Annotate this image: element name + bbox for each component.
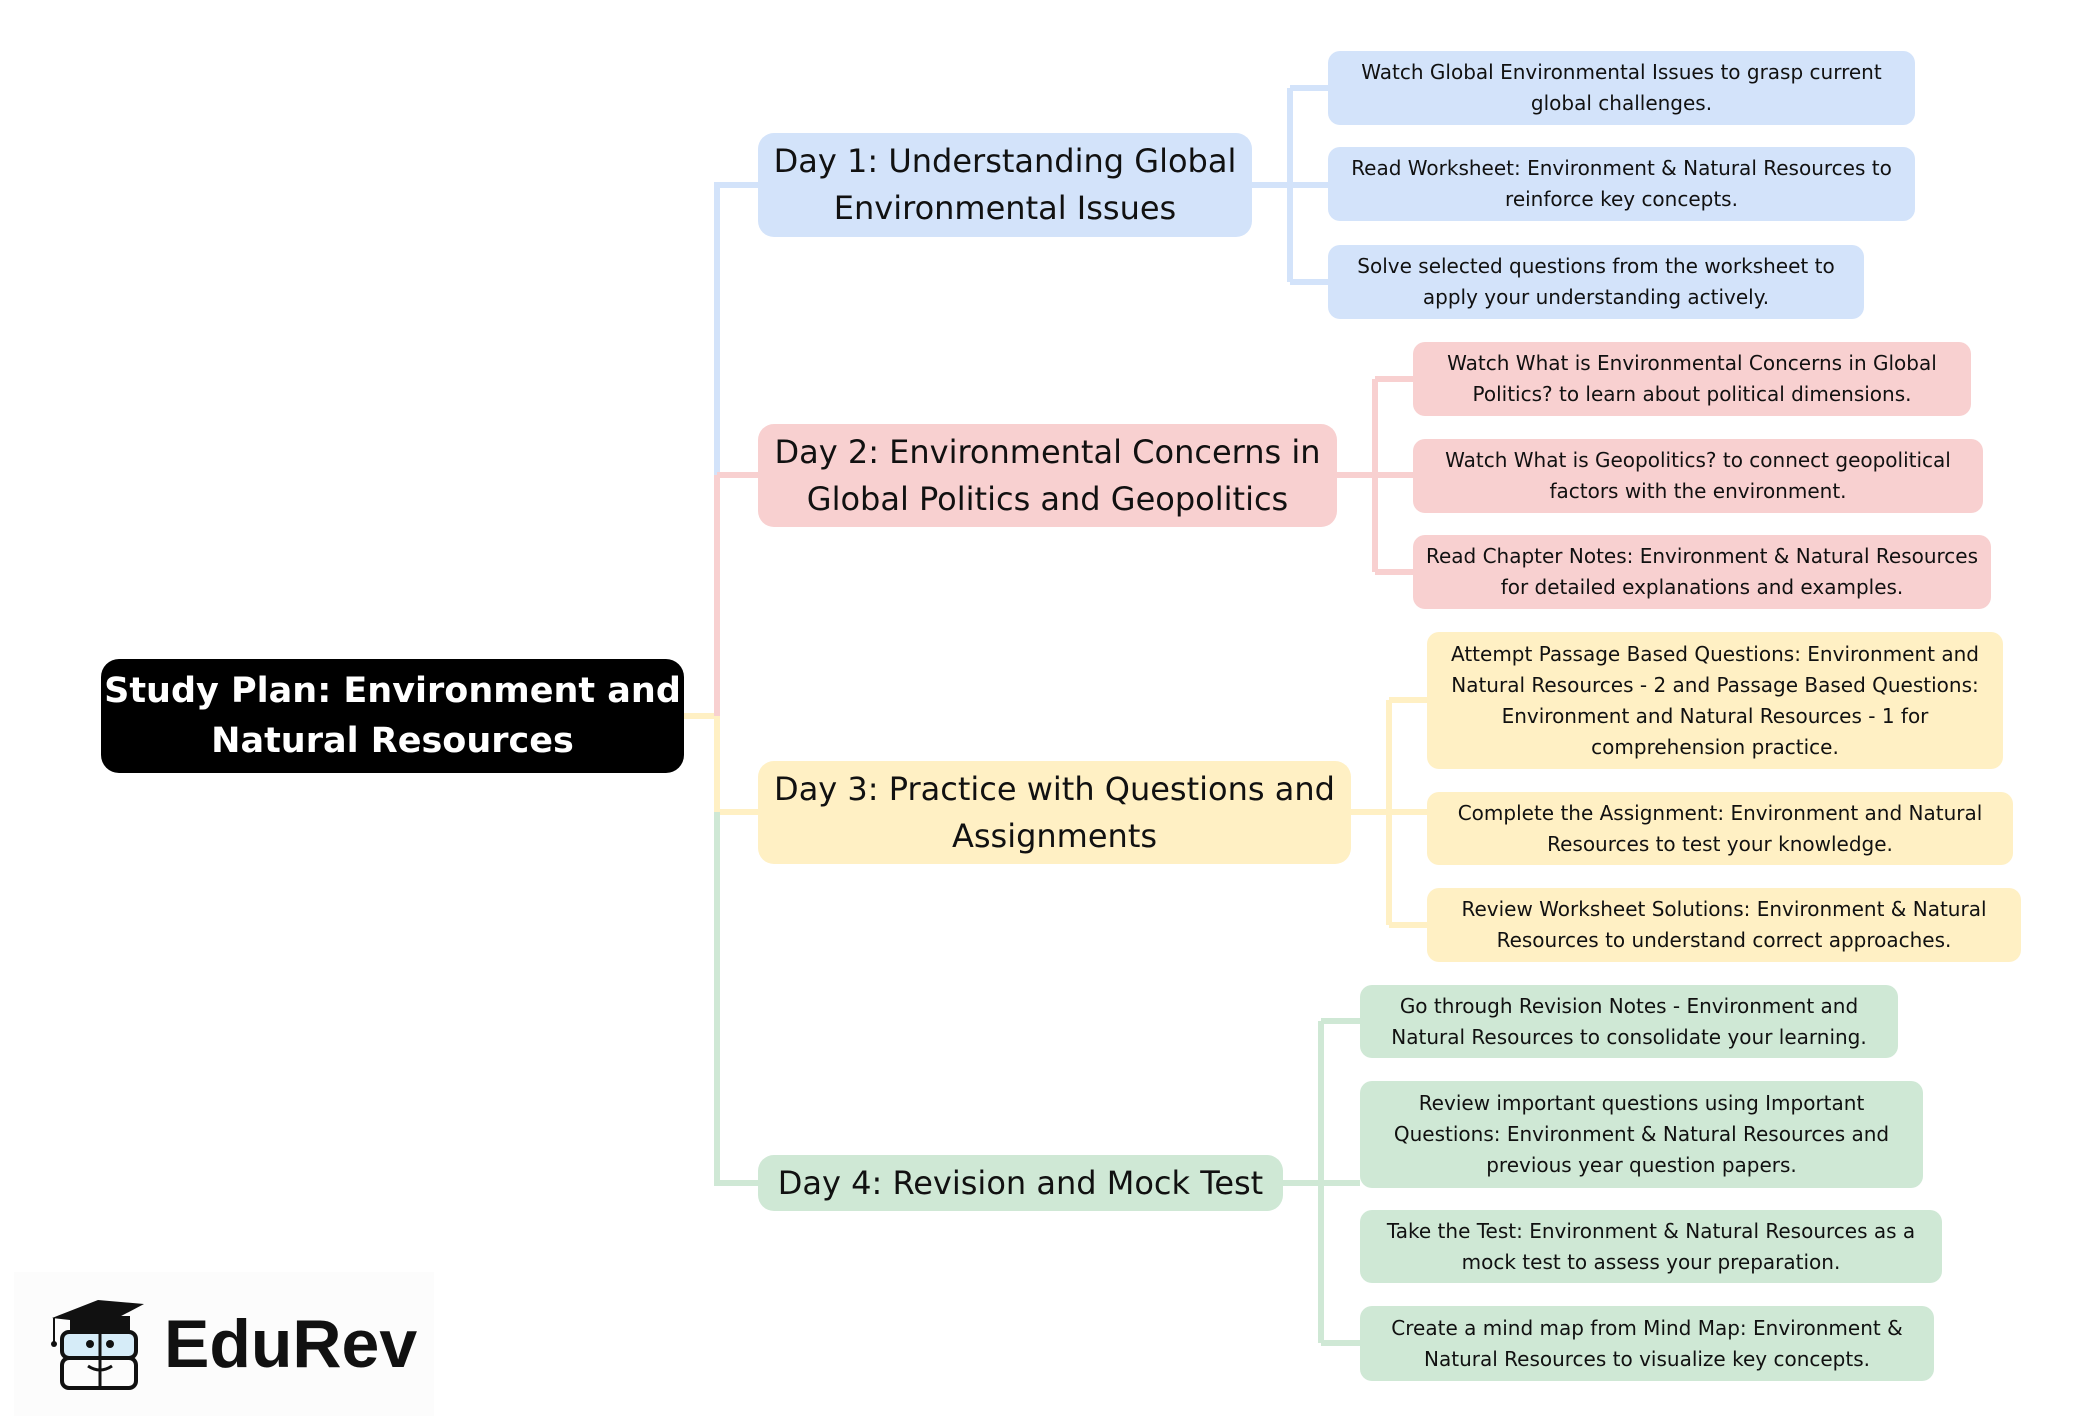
day-4-task-3[interactable]: Take the Test: Environment & Natural Res… xyxy=(1360,1210,1942,1283)
day-4-task-1[interactable]: Go through Revision Notes - Environment … xyxy=(1360,985,1898,1058)
day-2-task-1[interactable]: Watch What is Environmental Concerns in … xyxy=(1413,342,1971,416)
root-node[interactable]: Study Plan: Environment and Natural Reso… xyxy=(101,659,684,773)
day-1-task-2[interactable]: Read Worksheet: Environment & Natural Re… xyxy=(1328,147,1915,221)
day-4-node[interactable]: Day 4: Revision and Mock Test xyxy=(758,1155,1283,1211)
day-2-task-3[interactable]: Read Chapter Notes: Environment & Natura… xyxy=(1413,535,1991,609)
day-2-node[interactable]: Day 2: Environmental Concerns in Global … xyxy=(758,424,1337,527)
day-3-task-3[interactable]: Review Worksheet Solutions: Environment … xyxy=(1427,888,2021,962)
day-3-node[interactable]: Day 3: Practice with Questions and Assig… xyxy=(758,761,1351,864)
day-2-task-2[interactable]: Watch What is Geopolitics? to connect ge… xyxy=(1413,439,1983,513)
day-3-task-1[interactable]: Attempt Passage Based Questions: Environ… xyxy=(1427,632,2003,769)
day-1-task-3[interactable]: Solve selected questions from the worksh… xyxy=(1328,245,1864,319)
day-4-task-2[interactable]: Review important questions using Importa… xyxy=(1360,1081,1923,1188)
day-1-node[interactable]: Day 1: Understanding Global Environmenta… xyxy=(758,133,1252,237)
day-1-task-1[interactable]: Watch Global Environmental Issues to gra… xyxy=(1328,51,1915,125)
edurev-logo: EduRev xyxy=(14,1272,434,1416)
logo-text: EduRev xyxy=(164,1306,418,1382)
day-3-task-2[interactable]: Complete the Assignment: Environment and… xyxy=(1427,792,2013,865)
mascot-icon xyxy=(51,1300,144,1390)
day-4-task-4[interactable]: Create a mind map from Mind Map: Environ… xyxy=(1360,1306,1934,1381)
